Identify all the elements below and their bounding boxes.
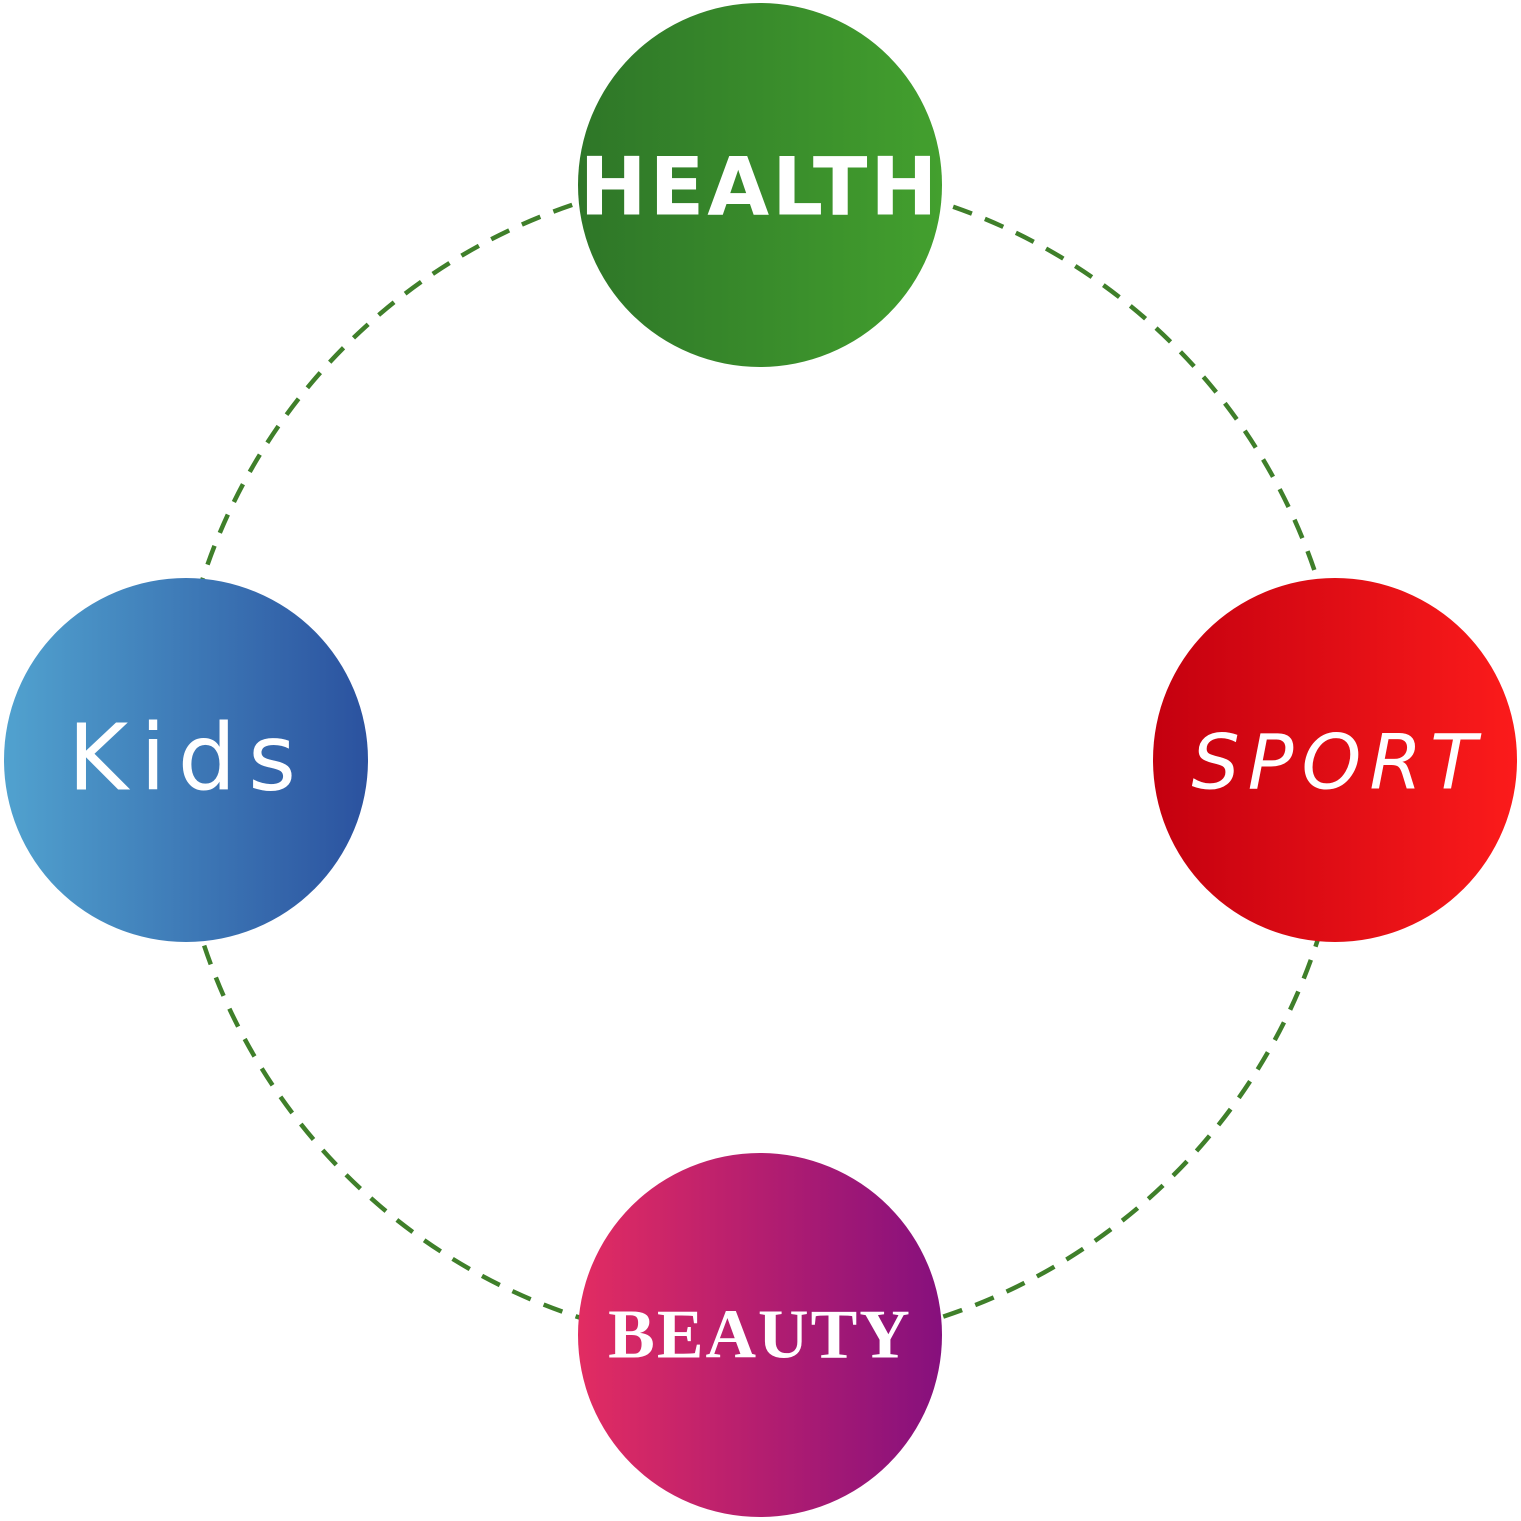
node-kids-label: Kids bbox=[68, 705, 308, 812]
node-kids[interactable]: Kids bbox=[4, 578, 368, 942]
node-health[interactable]: HEALTH bbox=[578, 3, 942, 367]
node-health-label: HEALTH bbox=[580, 141, 941, 234]
node-beauty[interactable]: BEAUTY bbox=[578, 1153, 942, 1517]
node-sport-label: SPORT bbox=[1191, 718, 1484, 807]
node-beauty-circle bbox=[578, 1153, 942, 1517]
node-health-circle bbox=[578, 3, 942, 367]
node-sport-circle bbox=[1153, 578, 1517, 942]
node-sport[interactable]: SPORT bbox=[1153, 578, 1517, 942]
node-kids-circle bbox=[4, 578, 368, 942]
node-beauty-label: BEAUTY bbox=[608, 1297, 912, 1374]
